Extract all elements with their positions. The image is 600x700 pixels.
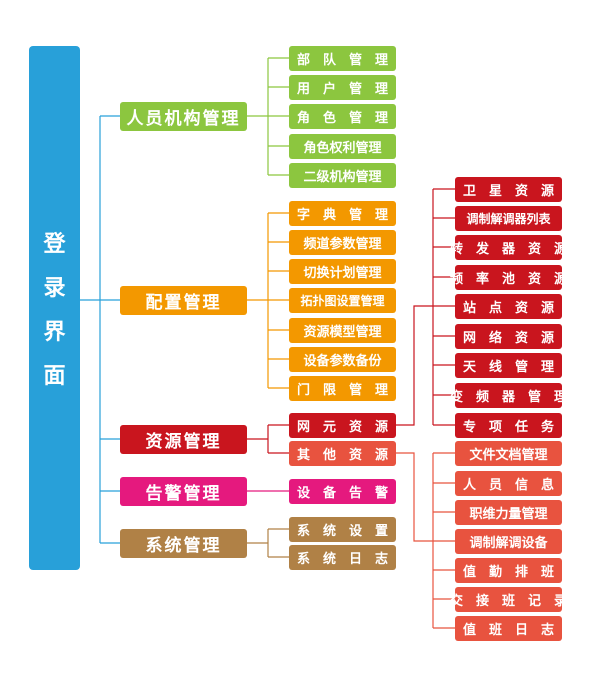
other-resource-node[interactable]: 其 他 资 源 (289, 441, 396, 466)
network-resource-node[interactable]: 网 络 资 源 (455, 324, 562, 349)
modem-list-node[interactable]: 调制解调器列表 (455, 206, 562, 231)
frequency-pool-resource-node[interactable]: 频 率 池 资 源 (450, 265, 567, 290)
site-resource-node[interactable]: 站 点 资 源 (455, 294, 562, 319)
frequency-converter-management-node[interactable]: 变 频 器 管 理 (450, 383, 567, 408)
resource-management-node[interactable]: 资源管理 (120, 425, 247, 454)
satellite-resource-node[interactable]: 卫 星 资 源 (455, 177, 562, 202)
alarm-management-node[interactable]: 告警管理 (120, 477, 247, 506)
switch-plan-management-node[interactable]: 切换计划管理 (289, 259, 396, 284)
personnel-org-management-node[interactable]: 人员机构管理 (120, 102, 247, 131)
role-rights-management-node[interactable]: 角色权利管理 (289, 134, 396, 159)
resource-model-management-node[interactable]: 资源模型管理 (289, 318, 396, 343)
transponder-resource-node[interactable]: 转 发 器 资 源 (450, 235, 567, 260)
duty-schedule-node[interactable]: 值 勤 排 班 (455, 558, 562, 583)
role-management-node[interactable]: 角 色 管 理 (289, 104, 396, 129)
threshold-management-node[interactable]: 门 限 管 理 (289, 376, 396, 401)
root-char: 录 (43, 276, 66, 301)
modem-device-node[interactable]: 调制解调设备 (455, 529, 562, 554)
system-log-node[interactable]: 系 统 日 志 (289, 545, 396, 570)
duty-log-node[interactable]: 值 班 日 志 (455, 616, 562, 641)
secondary-org-management-node[interactable]: 二级机构管理 (289, 163, 396, 188)
unit-management-node[interactable]: 部 队 管 理 (289, 46, 396, 71)
document-management-node[interactable]: 文件文档管理 (455, 441, 562, 466)
maintenance-force-management-node[interactable]: 职维力量管理 (455, 500, 562, 525)
user-management-node[interactable]: 用 户 管 理 (289, 75, 396, 100)
channel-params-management-node[interactable]: 频道参数管理 (289, 230, 396, 255)
root-char: 登 (43, 232, 66, 257)
personnel-info-node[interactable]: 人 员 信 息 (455, 471, 562, 496)
root-char: 界 (43, 320, 66, 345)
network-element-resource-node[interactable]: 网 元 资 源 (289, 413, 396, 438)
device-params-backup-node[interactable]: 设备参数备份 (289, 347, 396, 372)
shift-handover-record-node[interactable]: 交 接 班 记 录 (450, 587, 567, 612)
config-management-node[interactable]: 配置管理 (120, 286, 247, 315)
device-alarm-node[interactable]: 设 备 告 警 (289, 479, 396, 504)
login-screen-root[interactable]: 登 录 界 面 (29, 46, 80, 570)
system-settings-node[interactable]: 系 统 设 置 (289, 517, 396, 542)
topology-settings-management-node[interactable]: 拓扑图设置管理 (289, 288, 396, 313)
system-management-node[interactable]: 系统管理 (120, 529, 247, 558)
antenna-management-node[interactable]: 天 线 管 理 (455, 353, 562, 378)
root-char: 面 (43, 364, 66, 389)
special-task-node[interactable]: 专 项 任 务 (455, 413, 562, 438)
dictionary-management-node[interactable]: 字 典 管 理 (289, 201, 396, 226)
